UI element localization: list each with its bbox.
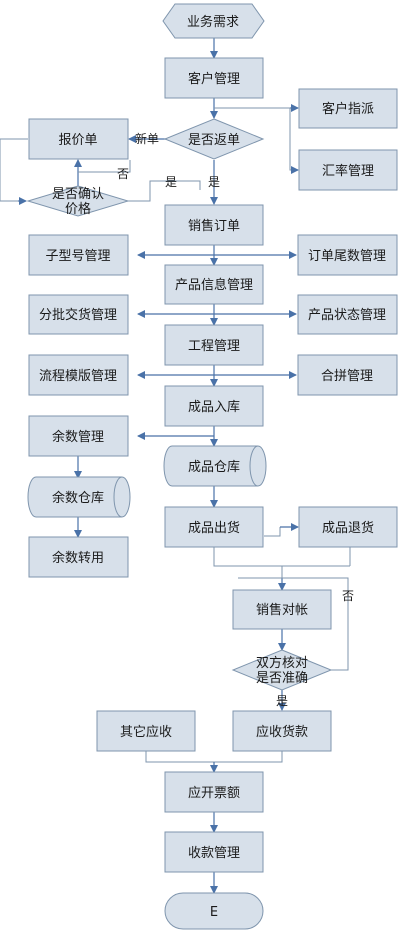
edge-label-no-2: 否 [342,589,354,603]
submodel-mgmt-box: 子型号管理 [28,234,129,276]
finished-warehouse-storage: 成品仓库 [163,445,267,487]
engineering-mgmt-label: 工程管理 [188,339,240,354]
other-receivable-box: 其它应收 [96,710,196,752]
finished-in-label: 成品入库 [188,399,240,415]
sales-order-label: 销售订单 [188,218,240,234]
receivable-payment-box: 应收货款 [232,710,332,752]
start-terminal: 业务需求 [162,3,265,39]
finished-ship-label: 成品出货 [188,520,240,536]
process-template-mgmt-box: 流程模版管理 [28,354,129,396]
sales-reconcile-box: 销售对帐 [232,589,332,630]
quote-box: 报价单 [28,118,129,160]
quote-label: 报价单 [58,133,97,148]
finished-ship-box: 成品出货 [164,506,264,548]
is-return-decision: 是否返单 [163,118,265,160]
surplus-transfer-label: 余数转用 [52,550,104,566]
edge-label-yes-3: 是 [276,694,288,708]
surplus-warehouse-label: 余数仓库 [52,490,104,506]
order-tail-mgmt-label: 订单尾数管理 [308,249,386,264]
customer-mgmt-box: 客户管理 [164,57,264,99]
finished-in-box: 成品入库 [164,385,264,427]
batch-delivery-mgmt-box: 分批交货管理 [28,294,129,335]
engineering-mgmt-box: 工程管理 [164,324,264,366]
both-verify-label-2: 是否准确 [256,671,308,686]
connectors [0,38,351,894]
receivable-payment-label: 应收货款 [256,724,308,740]
invoice-amount-label: 应开票额 [188,785,240,801]
surplus-mgmt-box: 余数管理 [28,415,129,457]
edge-label-yes-2: 是 [208,175,220,189]
both-verify-decision: 双方核对 是否准确 [231,649,333,691]
process-template-mgmt-label: 流程模版管理 [39,369,117,384]
edge-label-yes-1: 是 [165,175,177,189]
collection-mgmt-label: 收款管理 [188,846,240,861]
customer-assign-label: 客户指派 [322,101,374,117]
product-status-mgmt-label: 产品状态管理 [308,308,386,323]
edge-label-new-order: 新单 [135,131,159,146]
customer-assign-box: 客户指派 [298,88,398,129]
confirm-price-label-2: 价格 [65,201,91,217]
sales-reconcile-label: 销售对帐 [256,602,308,618]
confirm-price-decision: 是否确认 价格 [26,185,130,217]
customer-mgmt-label: 客户管理 [188,71,240,87]
rate-mgmt-box: 汇率管理 [298,149,398,191]
finished-return-box: 成品退货 [298,506,398,548]
merge-mgmt-box: 合拼管理 [297,354,398,396]
order-tail-mgmt-box: 订单尾数管理 [297,234,398,276]
invoice-amount-box: 应开票额 [164,771,264,813]
confirm-price-label-1: 是否确认 [52,187,104,202]
collection-mgmt-box: 收款管理 [164,831,264,873]
submodel-mgmt-label: 子型号管理 [45,249,110,264]
other-receivable-label: 其它应收 [120,724,172,740]
product-info-mgmt-label: 产品信息管理 [175,277,253,293]
is-return-label: 是否返单 [188,133,240,148]
finished-return-label: 成品退货 [322,520,374,536]
surplus-warehouse-storage: 余数仓库 [27,476,131,518]
surplus-mgmt-label: 余数管理 [52,429,104,445]
start-label: 业务需求 [187,14,239,30]
product-status-mgmt-box: 产品状态管理 [297,294,398,335]
batch-delivery-mgmt-label: 分批交货管理 [39,307,117,323]
end-label: E [210,905,218,920]
sales-order-box: 销售订单 [164,204,264,246]
edge-label-no-1: 否 [117,167,129,181]
product-info-mgmt-box: 产品信息管理 [164,264,264,305]
finished-warehouse-label: 成品仓库 [188,459,240,475]
both-verify-label-1: 双方核对 [256,655,308,671]
merge-mgmt-label: 合拼管理 [321,369,373,384]
surplus-transfer-box: 余数转用 [28,536,129,578]
rate-mgmt-label: 汇率管理 [322,163,374,179]
end-terminal: E [164,892,264,930]
